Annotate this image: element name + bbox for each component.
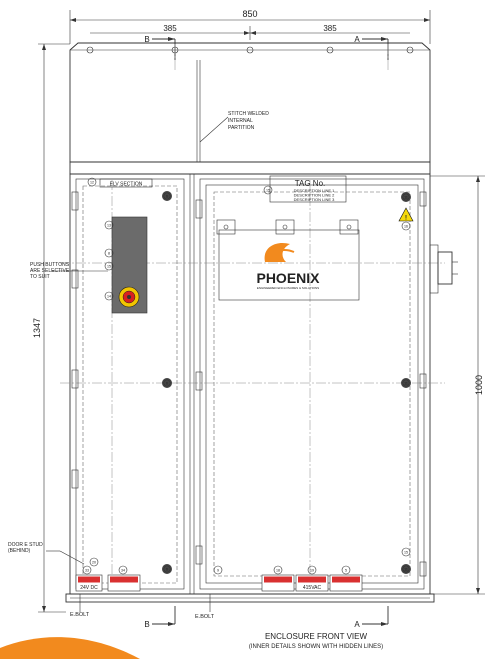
callout-15c: 15: [404, 550, 408, 554]
door-stud-note-2: (BEHIND): [8, 548, 31, 554]
ebolt-left-label: E.BOLT: [70, 612, 90, 618]
callout-11b: 11: [404, 381, 408, 385]
latch-icon: [419, 373, 427, 389]
caption-title: ENCLOSURE FRONT VIEW: [265, 632, 368, 641]
callout-11a: 11: [404, 195, 408, 199]
callout-6a: 6: [166, 194, 168, 198]
section-mark-a-bottom: A: [354, 620, 360, 629]
callout-33: 33: [85, 568, 89, 572]
door-stud-note-1: DOOR E STUD: [8, 542, 43, 548]
latch-icon: [419, 561, 427, 577]
callout-8: 8: [108, 251, 110, 255]
overall-height-label: 1347: [32, 318, 42, 338]
height-dimension: 1347: [32, 43, 70, 613]
plinth-base: [65, 593, 435, 603]
tag-description-2: DESCRIPTION LINE 2: [294, 193, 335, 198]
latch-icon: [419, 191, 427, 207]
enclosure-body: [60, 161, 445, 603]
overall-width-label: 850: [242, 9, 257, 19]
hinge-icon: [71, 369, 79, 389]
callout-15a: 15: [107, 264, 111, 268]
elv-door-lock-icon[interactable]: [162, 191, 172, 201]
callout-15b: 15: [266, 188, 270, 192]
elv-door-lock-icon[interactable]: [162, 564, 172, 574]
tag-description-3: DESCRIPTION LINE 3: [294, 197, 335, 202]
callout-12: 12: [90, 180, 94, 184]
elv-section-label: ELV SECTION: [110, 182, 143, 188]
partition-note-1: STITCH WELDED: [228, 111, 269, 117]
brand-corner-swoosh: [0, 637, 140, 659]
tag-title: TAG No.: [295, 179, 326, 188]
right-half-dimension: 385: [323, 24, 337, 33]
lifting-hole-icon: [406, 46, 414, 54]
left-half-dimension: 385: [163, 24, 177, 33]
section-mark-a-top: A: [354, 35, 360, 44]
lifting-hole-icon: [246, 46, 254, 54]
caption-subtitle: (INNER DETAILS SHOWN WITH HIDDEN LINES): [249, 644, 383, 650]
main-door: [199, 178, 425, 590]
nameplates: 24V DC 415VAC: [75, 574, 363, 592]
tag-plate: [269, 175, 347, 203]
door-height-dimension: 1000: [430, 175, 485, 595]
bottom-annotations: E.BOLT E.BOLT B A: [70, 594, 389, 629]
warning-triangle-icon: [398, 207, 414, 222]
hinge-icon: [195, 545, 203, 565]
phoenix-logo-tagline: ENGINEERED ENCLOSURES & SOLUTIONS: [257, 286, 319, 290]
section-mark-b-bottom: B: [144, 620, 149, 629]
right-door-fittings: !: [398, 191, 458, 577]
tag-description-1: DESCRIPTION LINE 1: [294, 188, 335, 193]
partition-note-3: PARTITION: [228, 125, 255, 131]
nameplate-415vac-text: 415VAC: [303, 585, 322, 591]
door-lock-icon[interactable]: [401, 192, 411, 202]
ebolt-right-label: E.BOLT: [195, 614, 215, 620]
mounting-bracket-icon: [339, 219, 359, 235]
callout-6c: 6: [166, 567, 168, 571]
door-height-label: 1000: [474, 375, 484, 395]
door-lock-icon[interactable]: [401, 378, 411, 388]
callout-18: 18: [276, 568, 280, 572]
lifting-hole-icon: [326, 46, 334, 54]
section-mark-b-top: B: [144, 35, 149, 44]
callout-bubbles: 12 13 8 15 14 6 6 6 15 11 16 11 11 15 20…: [82, 177, 411, 575]
pushbutton-note-1: PUSH BUTTONS: [30, 262, 70, 268]
partition-note-2: INTERNAL: [228, 118, 253, 124]
lifting-hole-icon: [86, 46, 94, 54]
callout-16: 16: [404, 224, 408, 228]
top-dimensions: 850 385 385 B A: [69, 9, 431, 60]
hinge-icon: [71, 269, 79, 289]
side-isolator[interactable]: [437, 251, 453, 285]
pushbutton-note-2: ARE SELECTIVE: [30, 268, 70, 274]
callout-9: 9: [217, 568, 219, 572]
enclosure-roof: STITCH WELDED INTERNAL PARTITION: [69, 42, 431, 163]
mounting-bracket-icon: [216, 219, 236, 235]
door-lock-icon[interactable]: [401, 564, 411, 574]
svg-text:!: !: [405, 216, 407, 222]
hinge-icon: [195, 371, 203, 391]
phoenix-logo-text: PHOENIX: [256, 270, 320, 286]
callout-6b: 6: [166, 381, 168, 385]
callout-20: 20: [92, 560, 96, 564]
left-hinges: [71, 191, 203, 565]
elv-door-lock-icon[interactable]: [162, 378, 172, 388]
hinge-icon: [71, 191, 79, 211]
gland-plate: PHOENIX ENGINEERED ENCLOSURES & SOLUTION…: [216, 219, 360, 301]
callout-14: 14: [107, 294, 111, 298]
callout-19: 19: [310, 568, 314, 572]
mounting-bracket-icon: [275, 219, 295, 235]
phoenix-logo-icon: [264, 242, 290, 262]
callout-13: 13: [107, 223, 111, 227]
hinge-icon: [71, 469, 79, 489]
nameplate-24vdc-text: 24V DC: [80, 585, 98, 591]
hinge-icon: [195, 199, 203, 219]
elv-section-plate: [99, 178, 153, 188]
callout-34: 34: [121, 568, 125, 572]
callout-5: 5: [345, 568, 347, 572]
pushbutton-panel: [111, 216, 148, 314]
pushbutton-note-3: TO SUIT: [30, 274, 50, 280]
callout-11c: 11: [404, 567, 408, 571]
